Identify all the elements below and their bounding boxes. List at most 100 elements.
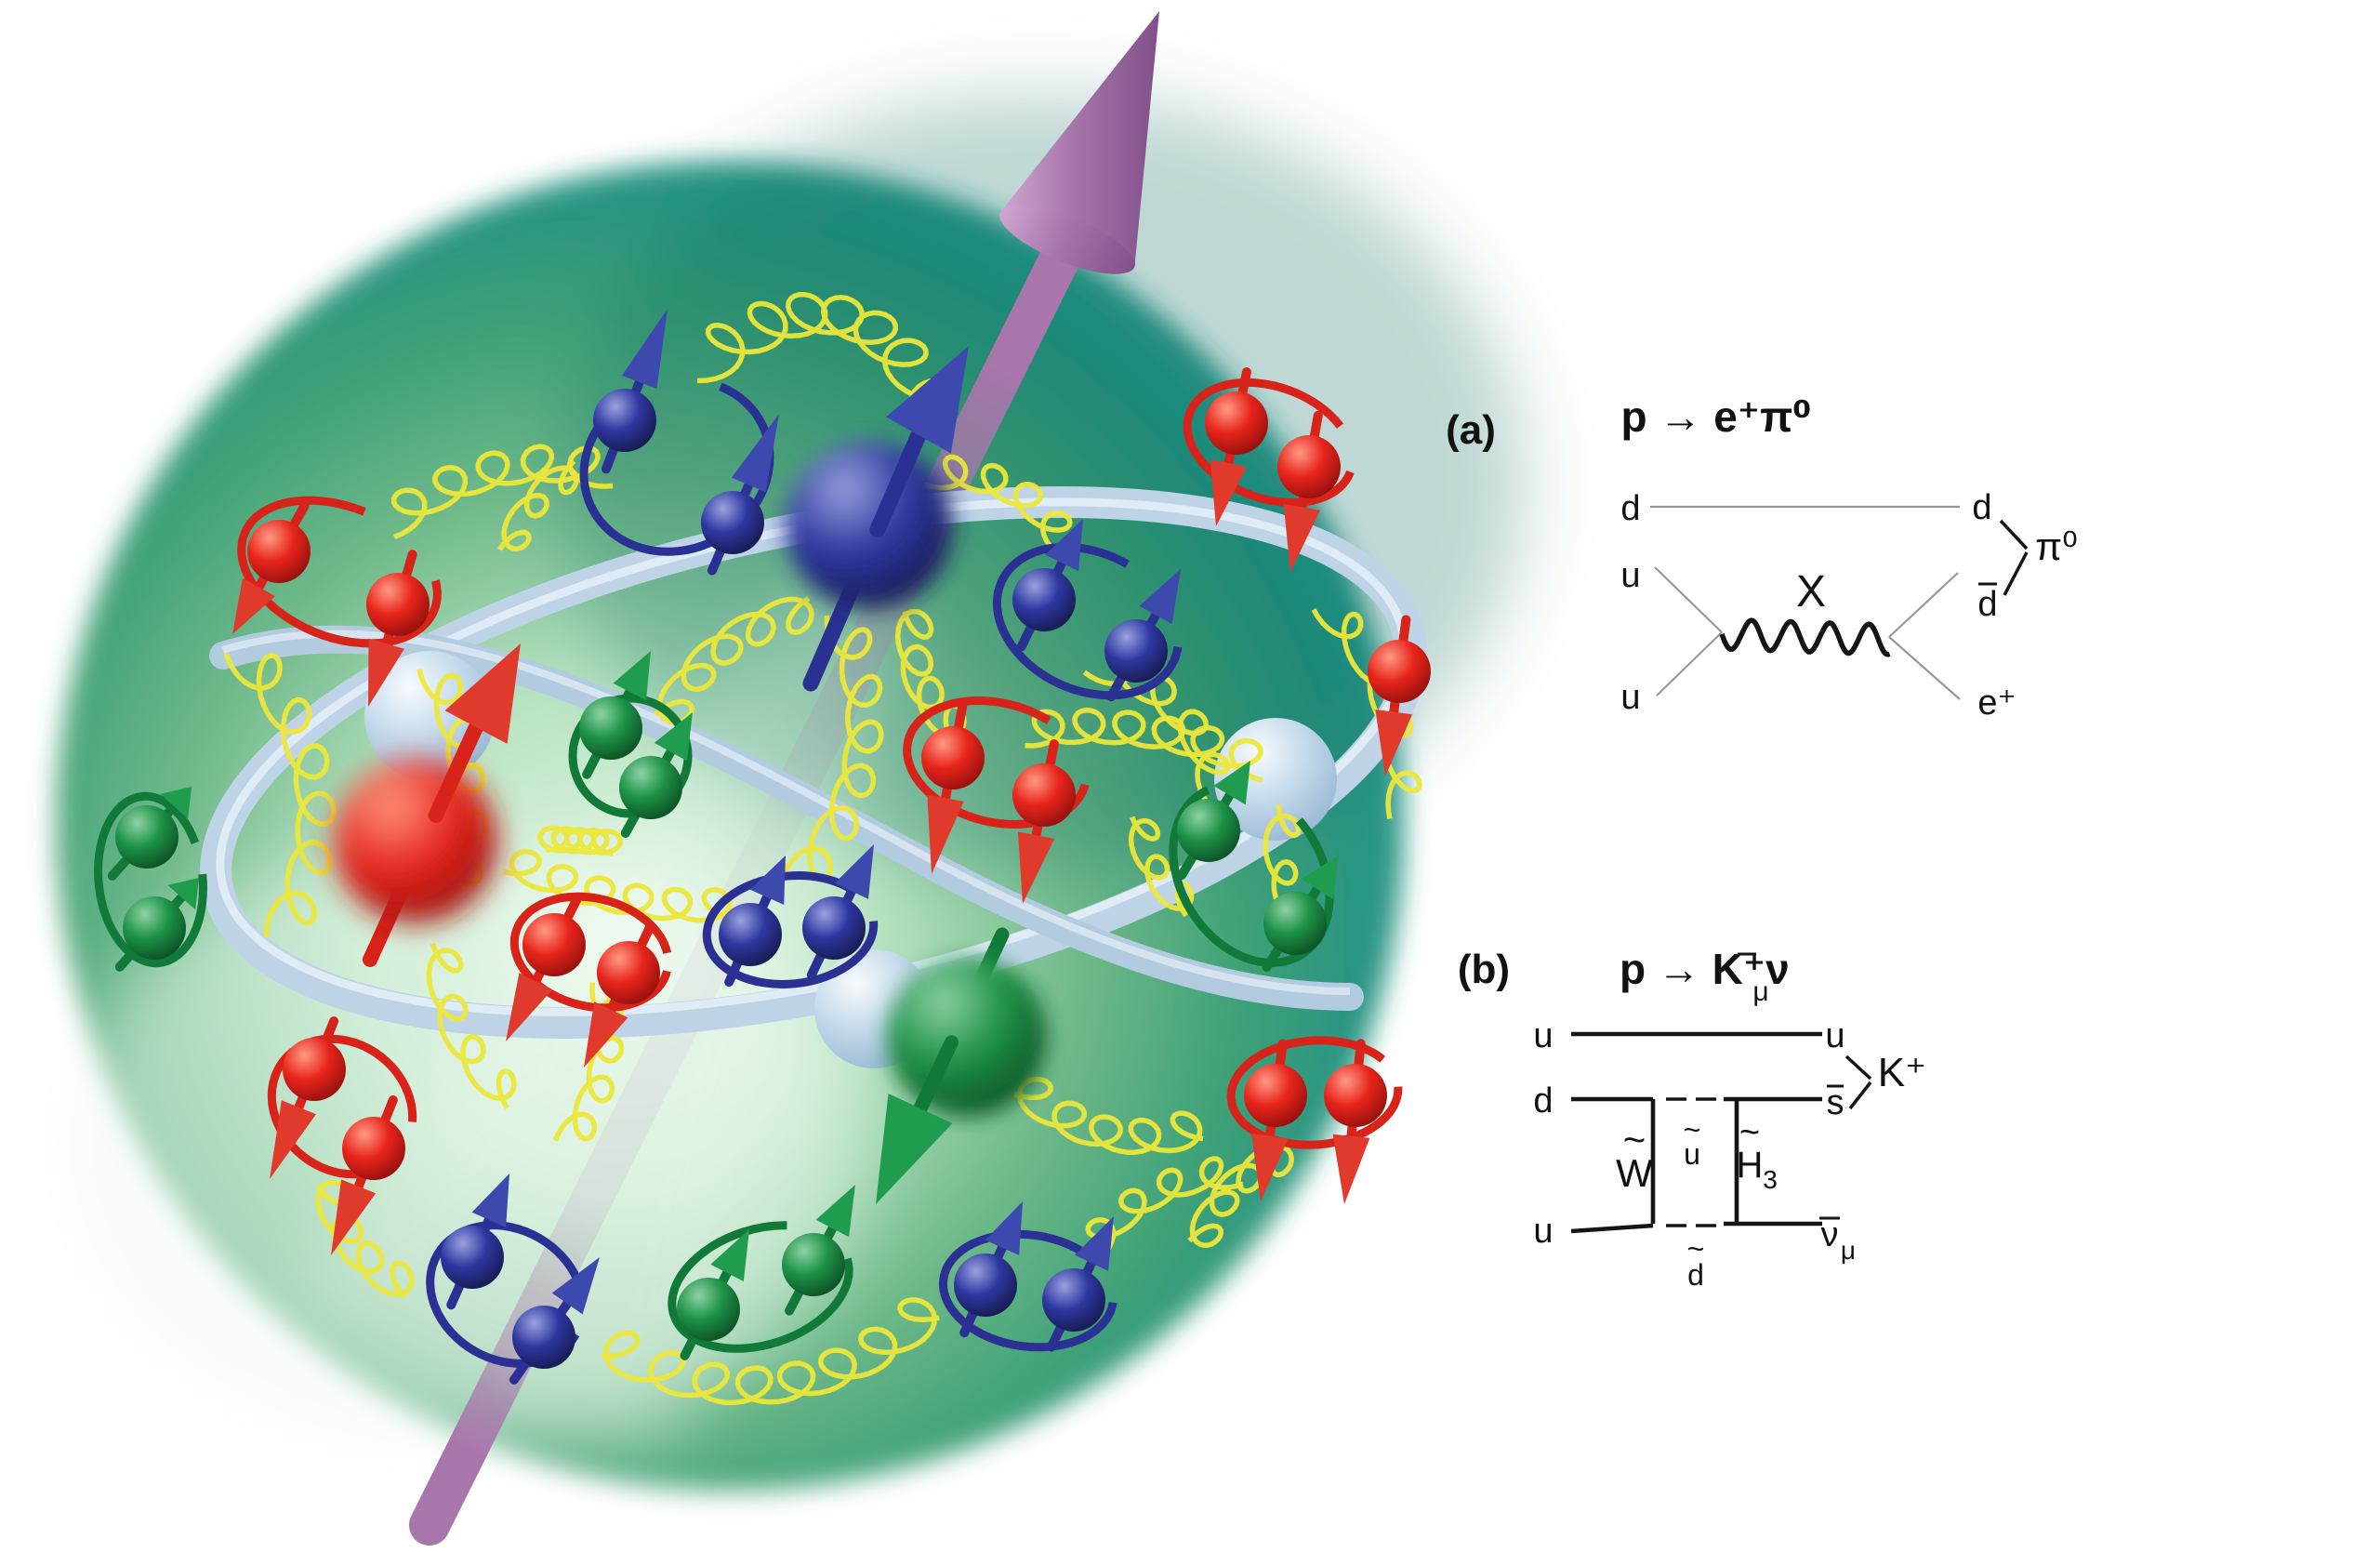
quark-ball [802, 896, 866, 960]
particle-label: d [1972, 488, 1991, 527]
spin-arrow-head [232, 577, 275, 634]
gluon-coil [1085, 1156, 1244, 1266]
quark-pair-red [1183, 367, 1357, 572]
spin-orbit-ring [668, 1221, 853, 1353]
quark-ball [593, 389, 656, 452]
spin-arrow-head [1045, 519, 1083, 572]
valence-quark-red [334, 643, 521, 967]
valence-spin-arrow-head [886, 346, 969, 454]
gluon-coil [1013, 1076, 1204, 1155]
spin-arrow-head [160, 787, 192, 819]
proton-spin-arrow-head-base [999, 206, 1135, 274]
valence-quark-ball [887, 957, 1047, 1117]
spin-arrow-head [1283, 503, 1321, 572]
quark-ball [782, 1233, 845, 1296]
particle-label: (a) [1446, 407, 1496, 453]
quark-ball [342, 1117, 405, 1180]
gluon-coil [223, 652, 337, 937]
particle-label: p → K⁺ν [1620, 945, 1790, 993]
spin-orbit-ring [1183, 378, 1357, 508]
gluon-coil [390, 444, 614, 540]
spin-arrow-head [654, 712, 693, 762]
quark-ball [921, 726, 985, 789]
particle-label: u [1533, 1016, 1553, 1055]
spin-arrow-head [331, 1179, 377, 1255]
spin-arrow-head [1139, 569, 1181, 624]
gluon-coil [1311, 608, 1422, 819]
gluon-coil [1128, 816, 1195, 918]
quark-ball [1244, 1064, 1307, 1127]
spin-arrow-head [815, 1185, 855, 1238]
spin-arrow-head [749, 855, 786, 905]
gluon-coil [924, 454, 1073, 559]
quark-pair-red [1226, 1036, 1403, 1204]
gluon-coil [778, 615, 884, 882]
quark-ball [597, 941, 660, 1004]
fermion-line [1656, 631, 1723, 696]
pale-sphere [1214, 718, 1337, 841]
quark-pair-red [1368, 615, 1431, 776]
quark-ball [441, 1226, 504, 1289]
quark-ball [247, 520, 311, 583]
spin-arrow-head [270, 1100, 316, 1179]
quark-pair-blue [992, 519, 1183, 702]
quark-pair-blue [579, 309, 779, 576]
particle-label: p → e⁺π⁰ [1621, 392, 1812, 441]
quark-ball [366, 573, 430, 636]
quark-ball [677, 1278, 740, 1341]
fermion-line [1888, 572, 1959, 638]
gluon-coil [426, 942, 517, 1109]
particle-label: ~ [1739, 1113, 1760, 1152]
particle-label: X [1796, 567, 1826, 617]
quark-ball [1177, 799, 1240, 862]
gluon-coil [497, 459, 579, 552]
quark-ball [1368, 640, 1431, 703]
spin-arrow-head [834, 844, 874, 899]
quark-pair-green [568, 651, 693, 838]
propagator-line [1844, 1054, 1872, 1081]
quark-pair-blue [939, 1201, 1117, 1352]
quark-pair-red [903, 696, 1091, 904]
spin-arrow-head [1213, 761, 1250, 805]
quark-ball [1012, 763, 1076, 827]
valence-spin-arrow-head [876, 1093, 953, 1204]
gluon-coil [503, 849, 734, 923]
valence-spin-arrow-shaft-front [913, 1035, 959, 1116]
valence-quark-green [876, 927, 1047, 1204]
particle-label: μ [1752, 976, 1768, 1007]
gluon-coil [1025, 707, 1263, 783]
particle-label: ~ [1687, 1232, 1705, 1266]
gluon-coil [537, 825, 624, 856]
quark-pair-red [232, 496, 442, 707]
particle-label: ~ [1684, 1113, 1701, 1147]
spin-arrow-head [1210, 459, 1248, 526]
quark-pair-green [94, 787, 207, 972]
quark-ball [701, 491, 764, 554]
spin-arrow-head [506, 973, 553, 1041]
gluon-coil [697, 291, 957, 444]
propagator-line [1570, 1223, 1654, 1234]
particle-label: ν [1821, 1215, 1839, 1254]
fermion-line [1888, 636, 1961, 700]
valence-spin-arrow-shaft-front [869, 427, 927, 537]
particle-label: W [1616, 1151, 1653, 1195]
spin-arrow-head [368, 638, 404, 707]
spin-orbit-ring [509, 892, 673, 1013]
spin-arrow-head [1017, 831, 1055, 904]
spin-orbit-ring [992, 542, 1183, 700]
particle-label: ~ [1623, 1118, 1646, 1161]
propagator-line [2003, 551, 2029, 596]
valence-quark-ball [786, 442, 953, 609]
particle-label: d [1533, 1081, 1553, 1121]
particle-label: s [1827, 1083, 1844, 1122]
spin-orbit-ring [94, 791, 207, 968]
spin-arrow-head [167, 878, 199, 910]
quark-pair-green [1169, 761, 1339, 973]
spin-orbit-ring [237, 496, 442, 648]
spin-arrow-head [985, 1201, 1023, 1255]
quark-ball [1277, 435, 1341, 498]
particle-label: d [1977, 585, 1997, 624]
